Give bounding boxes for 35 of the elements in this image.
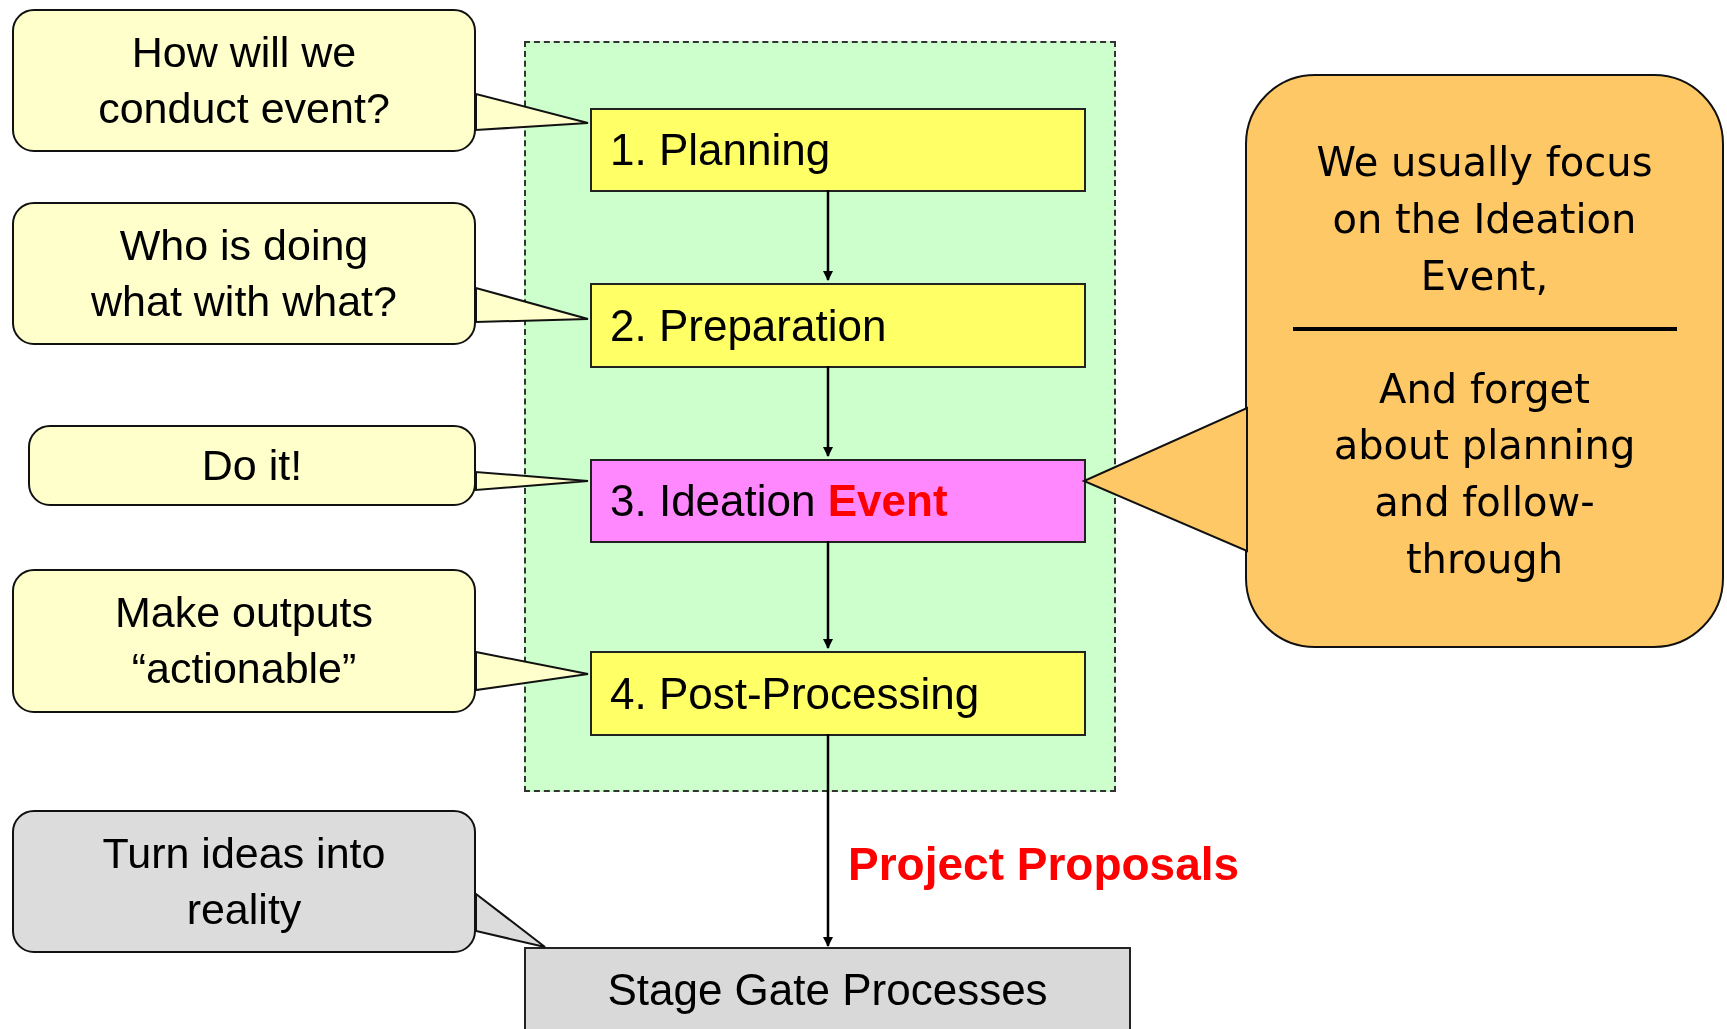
node-text: And forget about planning and follow-through [1332,364,1637,584]
callout-pointer [475,650,589,692]
callout [1245,74,1724,648]
edge-label: Project Proposals [848,837,1240,891]
node-text: Turn ideas into reality [101,827,387,935]
arrow [823,190,833,281]
node-text: 1. Planning [610,125,831,175]
node-text: Who is doing what with what? [90,219,398,327]
callout-pointer [475,470,589,492]
node-text: 2. Preparation [610,300,887,351]
arrow [823,366,833,457]
node-text: How will we conduct event? [97,26,391,134]
node-text: Make outputs “actionable” [113,587,375,694]
callout-pointer [475,92,589,132]
callout [12,9,476,152]
process-box [590,283,1086,368]
dashed-group-area [524,41,1116,792]
arrow [823,541,833,649]
callout-pointer [475,891,546,948]
node-text: Stage Gate Processes [607,965,1048,1015]
callout [12,810,476,953]
node-text: Do it! [200,439,304,491]
process-box [524,947,1131,1029]
callout-pointer [1081,406,1248,553]
arrow [823,734,833,947]
callout [12,202,476,345]
callout [12,569,476,713]
process-box [590,459,1086,543]
callout-pointer [475,286,589,324]
callout [28,425,476,506]
node-text: 4. Post-Processing [610,668,980,719]
node-text: 3. Ideation Event [610,476,948,526]
process-box [590,651,1086,736]
process-box [590,108,1086,192]
node-text: We usually focus on the Ideation Event, [1315,138,1654,301]
